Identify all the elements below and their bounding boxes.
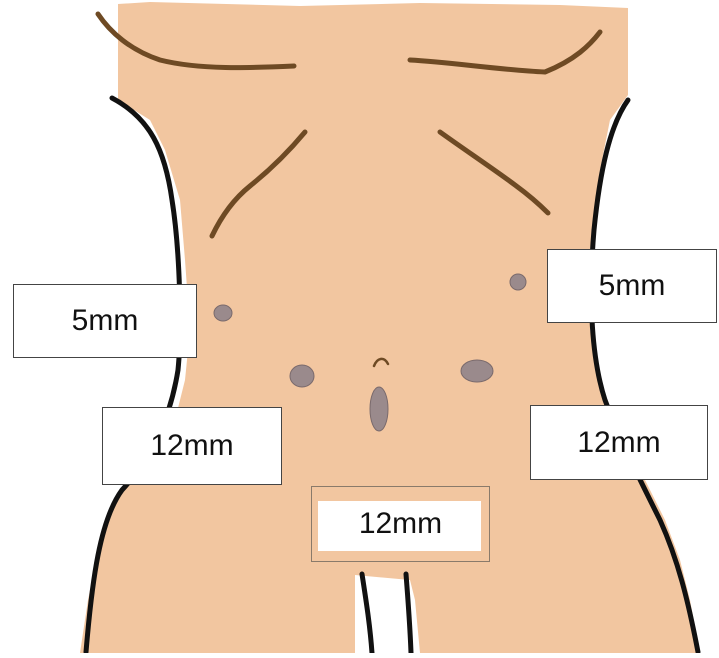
port-site-right-5mm — [510, 274, 526, 290]
label-left-12mm: 12mm — [102, 407, 282, 485]
label-left-5mm-text: 5mm — [72, 304, 139, 338]
label-left-5mm: 5mm — [13, 284, 197, 358]
inner-leg-line-right — [406, 574, 411, 653]
label-left-12mm-text: 12mm — [150, 429, 233, 463]
inner-leg-line-left — [362, 574, 372, 653]
label-bottom-12mm-text: 12mm — [359, 507, 442, 541]
port-site-right-12mm — [461, 360, 493, 382]
port-site-umbilical-12mm — [370, 387, 388, 431]
port-site-left-12mm — [290, 365, 314, 387]
port-site-left-5mm — [214, 305, 232, 321]
label-right-12mm-text: 12mm — [577, 426, 660, 460]
label-bottom-12mm: 12mm — [311, 486, 490, 562]
label-right-5mm-text: 5mm — [599, 269, 666, 303]
label-right-5mm: 5mm — [547, 249, 717, 323]
label-right-12mm: 12mm — [530, 405, 708, 480]
